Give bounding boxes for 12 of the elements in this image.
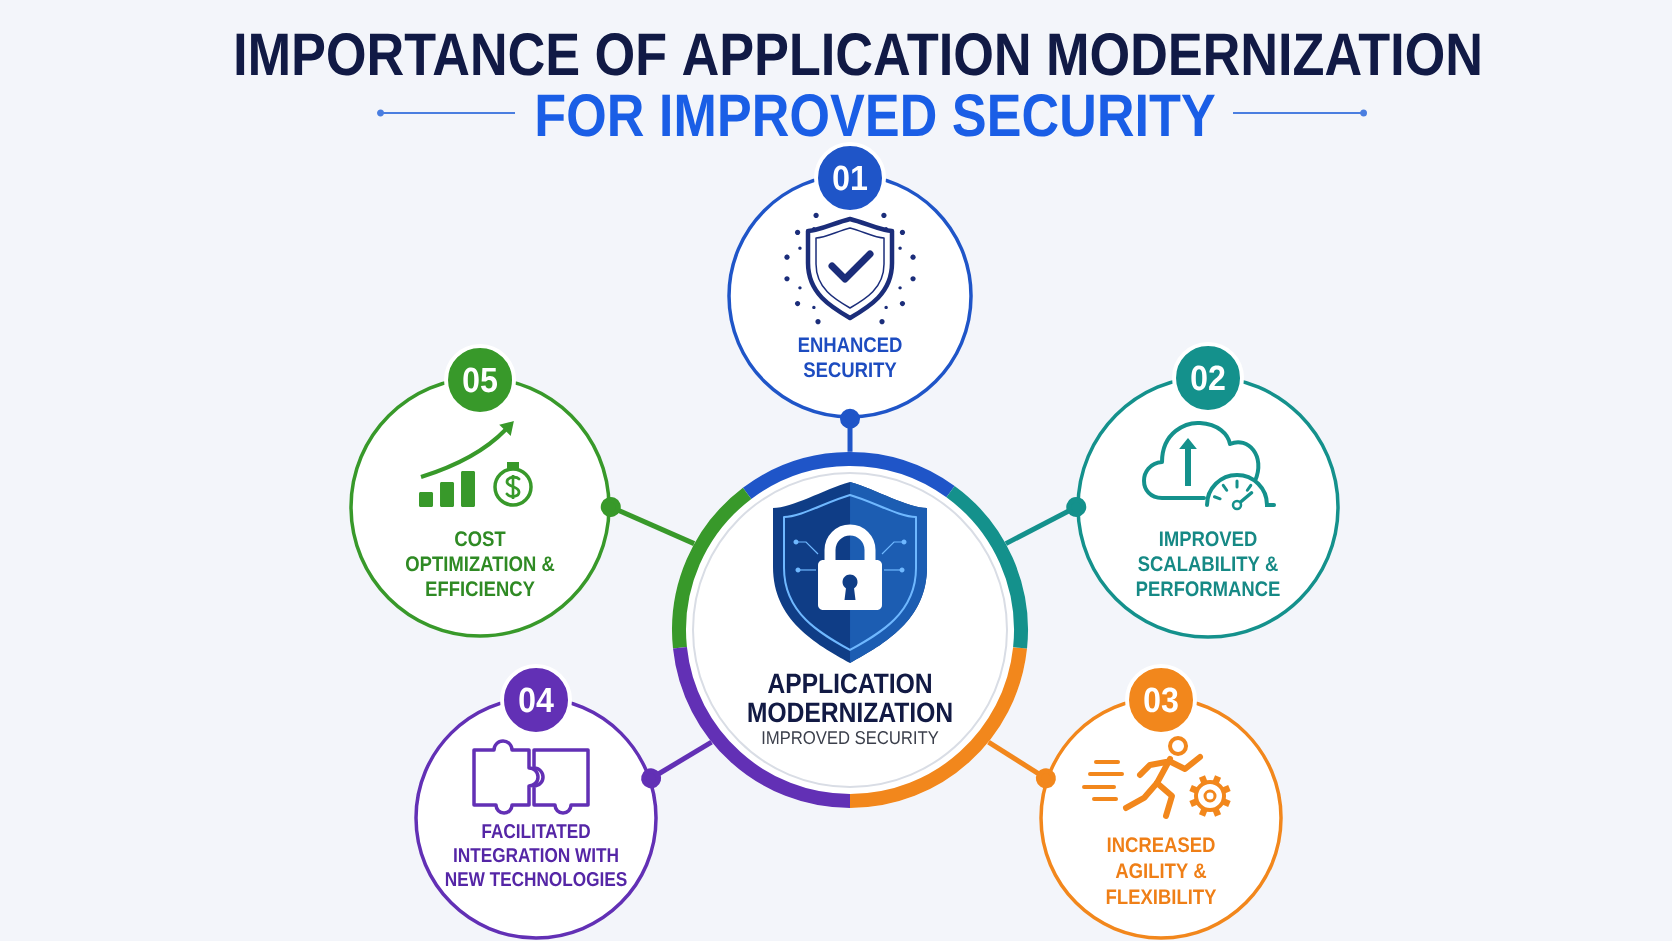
connector-line (600, 497, 696, 546)
number-badge: 03 (1125, 664, 1197, 736)
connector-line (840, 408, 860, 452)
number-badge: 05 (444, 344, 516, 416)
connector-line (1004, 497, 1087, 546)
subtitle: FOR IMPROVED SECURITY (537, 94, 1215, 137)
number-badge: 01 (814, 142, 886, 214)
connector-line (641, 739, 713, 789)
title: IMPORTANCE OF APPLICATION MODERNIZATION (236, 33, 1480, 76)
number-badge: 04 (500, 664, 572, 736)
connector-line (987, 740, 1056, 789)
number-badge: 02 (1172, 342, 1244, 414)
